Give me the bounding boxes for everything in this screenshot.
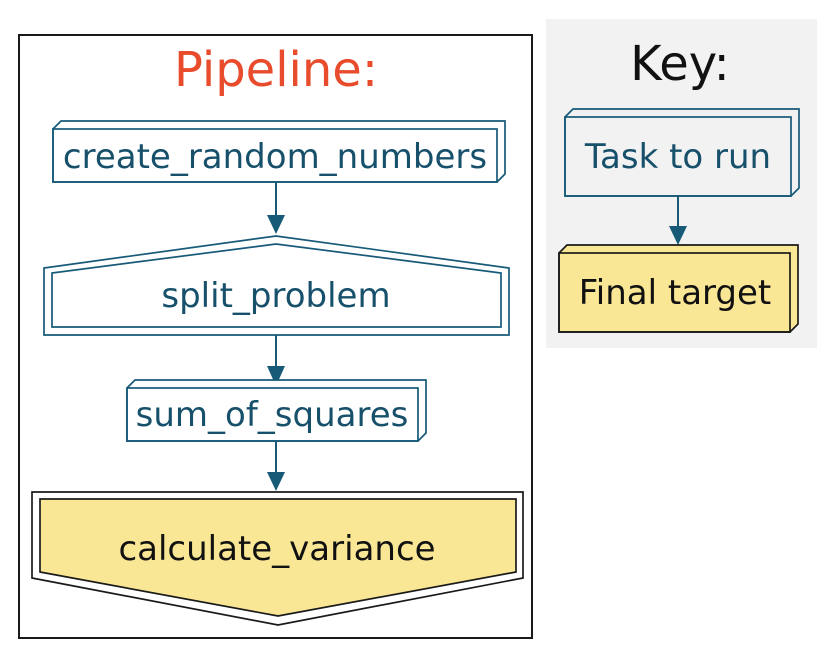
key-item-task-to-run: Task to run <box>564 108 800 197</box>
arrowhead-icon <box>267 472 285 491</box>
pipeline-title: Pipeline: <box>174 42 378 98</box>
key-item-label: Final target <box>579 273 772 313</box>
node-calculate-variance: calculate_variance <box>31 491 524 626</box>
node-label: calculate_variance <box>118 529 435 569</box>
key-panel: Key: Task to run Final target <box>546 19 817 348</box>
key-item-label: Task to run <box>584 137 771 177</box>
edge-split-to-sum <box>267 335 285 386</box>
house-outer-outline <box>43 235 510 336</box>
edge-task-to-final <box>669 196 687 245</box>
node-sum-of-squares: sum_of_squares <box>126 379 427 442</box>
edge-sum-to-variance <box>267 441 285 491</box>
node-split-problem: split_problem <box>43 235 510 336</box>
edge-create-to-split <box>267 182 285 234</box>
arrowhead-icon <box>267 215 285 234</box>
node-label: split_problem <box>161 276 390 316</box>
key-item-final-target: Final target <box>558 244 799 333</box>
box3d-front-face <box>126 387 419 442</box>
key-title: Key: <box>630 36 730 92</box>
node-label: sum_of_squares <box>136 395 409 435</box>
pipeline-panel: Pipeline: create_random_numbers split_pr… <box>18 34 533 639</box>
box3d-front-face <box>558 252 791 333</box>
house-inner-outline <box>51 243 502 328</box>
node-label: create_random_numbers <box>63 137 487 177</box>
arrowhead-icon <box>669 226 687 245</box>
node-create-random-numbers: create_random_numbers <box>52 120 506 183</box>
invhouse-inner-outline <box>39 498 517 617</box>
arrowhead-icon <box>267 366 285 386</box>
